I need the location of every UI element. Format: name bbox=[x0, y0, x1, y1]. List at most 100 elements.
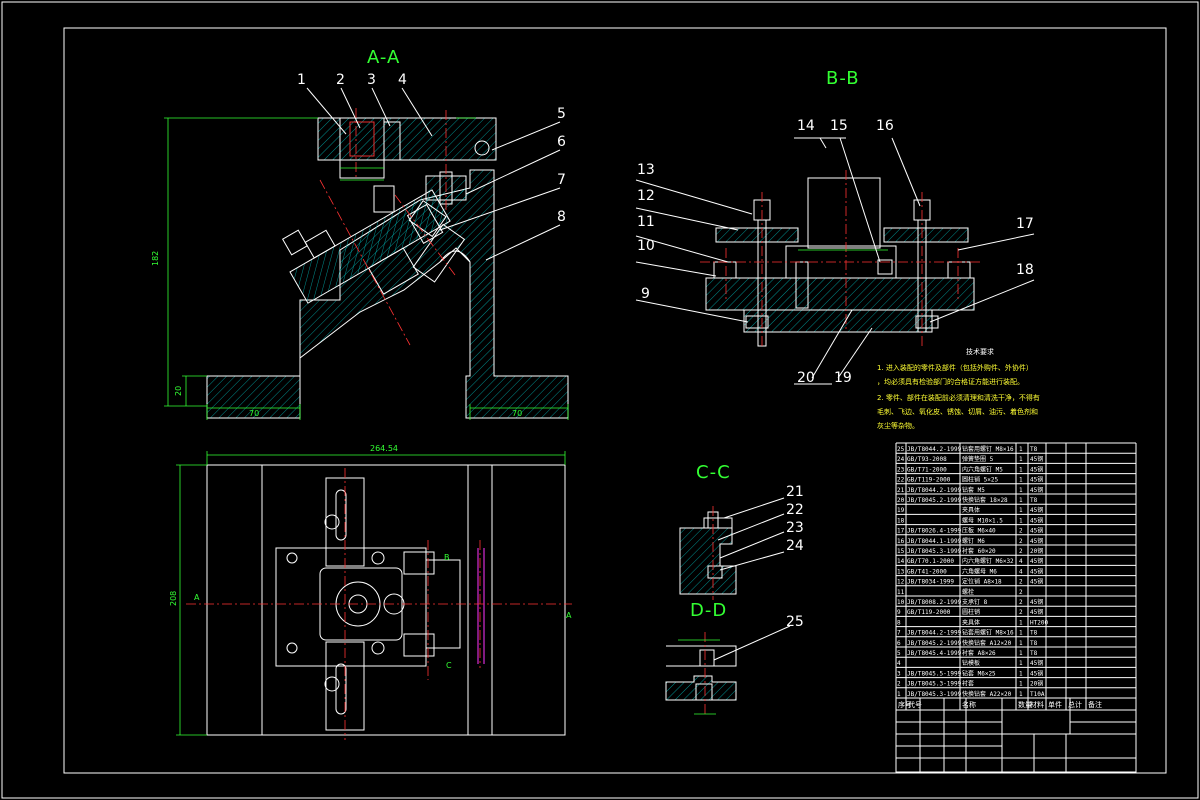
bom-cell-no: 25 bbox=[897, 446, 905, 453]
section-c-label: C-C bbox=[696, 462, 731, 483]
bom-cell-mat: 45钢 bbox=[1030, 659, 1043, 667]
bom-cell-qty: 2 bbox=[1019, 579, 1023, 586]
bom-cell-mat: T8 bbox=[1030, 497, 1038, 504]
bom-cell-mat: 45钢 bbox=[1030, 537, 1043, 545]
balloon-13: 13 bbox=[637, 162, 655, 178]
bom-cell-mat: 45钢 bbox=[1030, 516, 1043, 524]
bom-cell-qty: 1 bbox=[1019, 640, 1023, 647]
bom-header-cell: 序号 bbox=[898, 700, 912, 709]
bom-cell-mat: 45钢 bbox=[1030, 669, 1043, 677]
bom-cell-name: 夹具体 bbox=[962, 506, 980, 514]
bom-cell-qty: 1 bbox=[1019, 477, 1023, 484]
bom-cell-code: GB/T93-2008 bbox=[907, 456, 947, 463]
balloon-21: 21 bbox=[786, 484, 804, 500]
bom-cell-code: JB/T8045.5-1999 bbox=[907, 670, 962, 677]
bom-cell-no: 20 bbox=[897, 497, 905, 504]
note-line-3: 2. 零件、部件在装配前必须清理和清洗干净，不得有 bbox=[877, 393, 1040, 402]
bom-cell-mat: 45钢 bbox=[1030, 598, 1043, 606]
marker-a-left: A bbox=[194, 593, 200, 602]
bom-cell-name: 夹具体 bbox=[962, 618, 980, 626]
bom-cell-no: 1 bbox=[897, 691, 901, 698]
bom-cell-no: 22 bbox=[897, 477, 905, 484]
bom-cell-mat: 45钢 bbox=[1030, 608, 1043, 616]
bom-cell-qty: 1 bbox=[1019, 660, 1023, 667]
bom-cell-name: 弹簧垫圈 5 bbox=[962, 455, 994, 463]
bom-cell-mat: 45钢 bbox=[1030, 578, 1043, 586]
bom-cell-name: 螺栓 bbox=[962, 588, 974, 596]
bom-cell-name: 衬套 60×20 bbox=[962, 547, 996, 555]
bom-cell-no: 12 bbox=[897, 579, 905, 586]
bom-cell-no: 13 bbox=[897, 568, 905, 575]
bom-cell-qty: 1 bbox=[1019, 691, 1023, 698]
dim-height-left: 182 bbox=[151, 251, 160, 266]
bom-header-cell: 名称 bbox=[962, 700, 976, 709]
bom-cell-mat: T8 bbox=[1030, 640, 1038, 647]
bom-header-cell: 总计 bbox=[1068, 700, 1082, 709]
bom-cell-code: GB/T119-2000 bbox=[907, 609, 951, 616]
bom-cell-qty: 2 bbox=[1019, 589, 1023, 596]
bom-cell-no: 24 bbox=[897, 456, 905, 463]
balloon-7: 7 bbox=[557, 172, 566, 188]
bom-cell-name: 支承钉 8 bbox=[962, 598, 988, 606]
balloon-15: 15 bbox=[830, 118, 848, 134]
bom-cell-no: 3 bbox=[897, 670, 901, 677]
bom-cell-qty: 1 bbox=[1019, 487, 1023, 494]
balloon-14: 14 bbox=[797, 118, 815, 134]
bom-header-cell: 备注 bbox=[1088, 700, 1102, 709]
bom-cell-no: 4 bbox=[897, 660, 901, 667]
bom-cell-mat: 45钢 bbox=[1030, 506, 1043, 514]
bom-cell-code: JB/T8044.2-1999 bbox=[907, 487, 962, 494]
section-a-view: A-A bbox=[151, 47, 569, 420]
balloon-9: 9 bbox=[641, 286, 650, 302]
bom-cell-name: 快换钻套 A12×20 bbox=[962, 639, 1012, 647]
balloon-6: 6 bbox=[557, 134, 566, 150]
bom-cell-name: 定位销 A8×18 bbox=[962, 578, 1002, 586]
bom-cell-qty: 4 bbox=[1019, 568, 1023, 575]
bom-cell-qty: 1 bbox=[1019, 466, 1023, 473]
bom-cell-qty: 2 bbox=[1019, 609, 1023, 616]
bom-cell-no: 6 bbox=[897, 640, 901, 647]
bom-cell-name: 内六角螺钉 M5 bbox=[962, 465, 1003, 473]
balloon-4: 4 bbox=[398, 72, 407, 88]
bom-cell-no: 10 bbox=[897, 599, 905, 606]
section-b-view: B-B 9 bbox=[635, 68, 1035, 386]
bom-cell-mat: T10A bbox=[1030, 691, 1045, 698]
balloon-10: 10 bbox=[637, 238, 655, 254]
bom-cell-no: 2 bbox=[897, 681, 901, 688]
bom-cell-code: GB/T70.1-2000 bbox=[907, 558, 954, 565]
bom-cell-mat: T8 bbox=[1030, 630, 1038, 637]
bom-cell-name: 衬套 A8×26 bbox=[962, 649, 996, 657]
bom-cell-qty: 4 bbox=[1019, 558, 1023, 565]
balloon-19: 19 bbox=[834, 370, 852, 386]
bom-cell-qty: 2 bbox=[1019, 538, 1023, 545]
bom-cell-name: 螺钉 M6 bbox=[962, 537, 985, 545]
bom-cell-mat: 45钢 bbox=[1030, 455, 1043, 463]
section-b-label: B-B bbox=[826, 68, 860, 89]
bom-cell-name: 衬套 bbox=[962, 680, 974, 688]
balloon-18: 18 bbox=[1016, 262, 1034, 278]
bom-header-cell: 代号 bbox=[908, 700, 922, 709]
bom-cell-no: 9 bbox=[897, 609, 901, 616]
bom-cell-code: JB/T8045.2-1999 bbox=[907, 497, 962, 504]
marker-c: C bbox=[446, 661, 452, 670]
inner-frame bbox=[63, 27, 1167, 774]
section-a-label: A-A bbox=[367, 47, 400, 68]
bom-cell-name: 压板 M6×40 bbox=[962, 527, 996, 535]
bom-cell-code: JB/T8045.4-1999 bbox=[907, 650, 962, 657]
note-line-2: ，均必须具有检验部门的合格证方能进行装配。 bbox=[877, 377, 1024, 386]
section-c-view: C-C 21 22 23 24 bbox=[679, 462, 804, 600]
plan-view: 264.54 208 A A B C bbox=[169, 444, 572, 740]
bom-cell-code: JB/T8044.2-1999 bbox=[907, 630, 962, 637]
bom-cell-code: JB/T8026.4-1999 bbox=[907, 528, 962, 535]
bom-cell-qty: 2 bbox=[1019, 548, 1023, 555]
bom-cell-name: 钻模板 bbox=[962, 659, 980, 667]
bom-cell-code: JB/T8045.2-1999 bbox=[907, 640, 962, 647]
bom-cell-code: JB/T8045.3-1999 bbox=[907, 681, 962, 688]
dim-plan-height: 208 bbox=[169, 591, 178, 606]
balloon-1: 1 bbox=[297, 72, 306, 88]
bom-cell-no: 14 bbox=[897, 558, 905, 565]
balloon-23: 23 bbox=[786, 520, 804, 536]
bom-cell-name: 螺母 M10×1.5 bbox=[962, 516, 1003, 524]
dim-plan-width: 264.54 bbox=[370, 444, 398, 453]
bom-cell-mat: T8 bbox=[1030, 446, 1038, 453]
